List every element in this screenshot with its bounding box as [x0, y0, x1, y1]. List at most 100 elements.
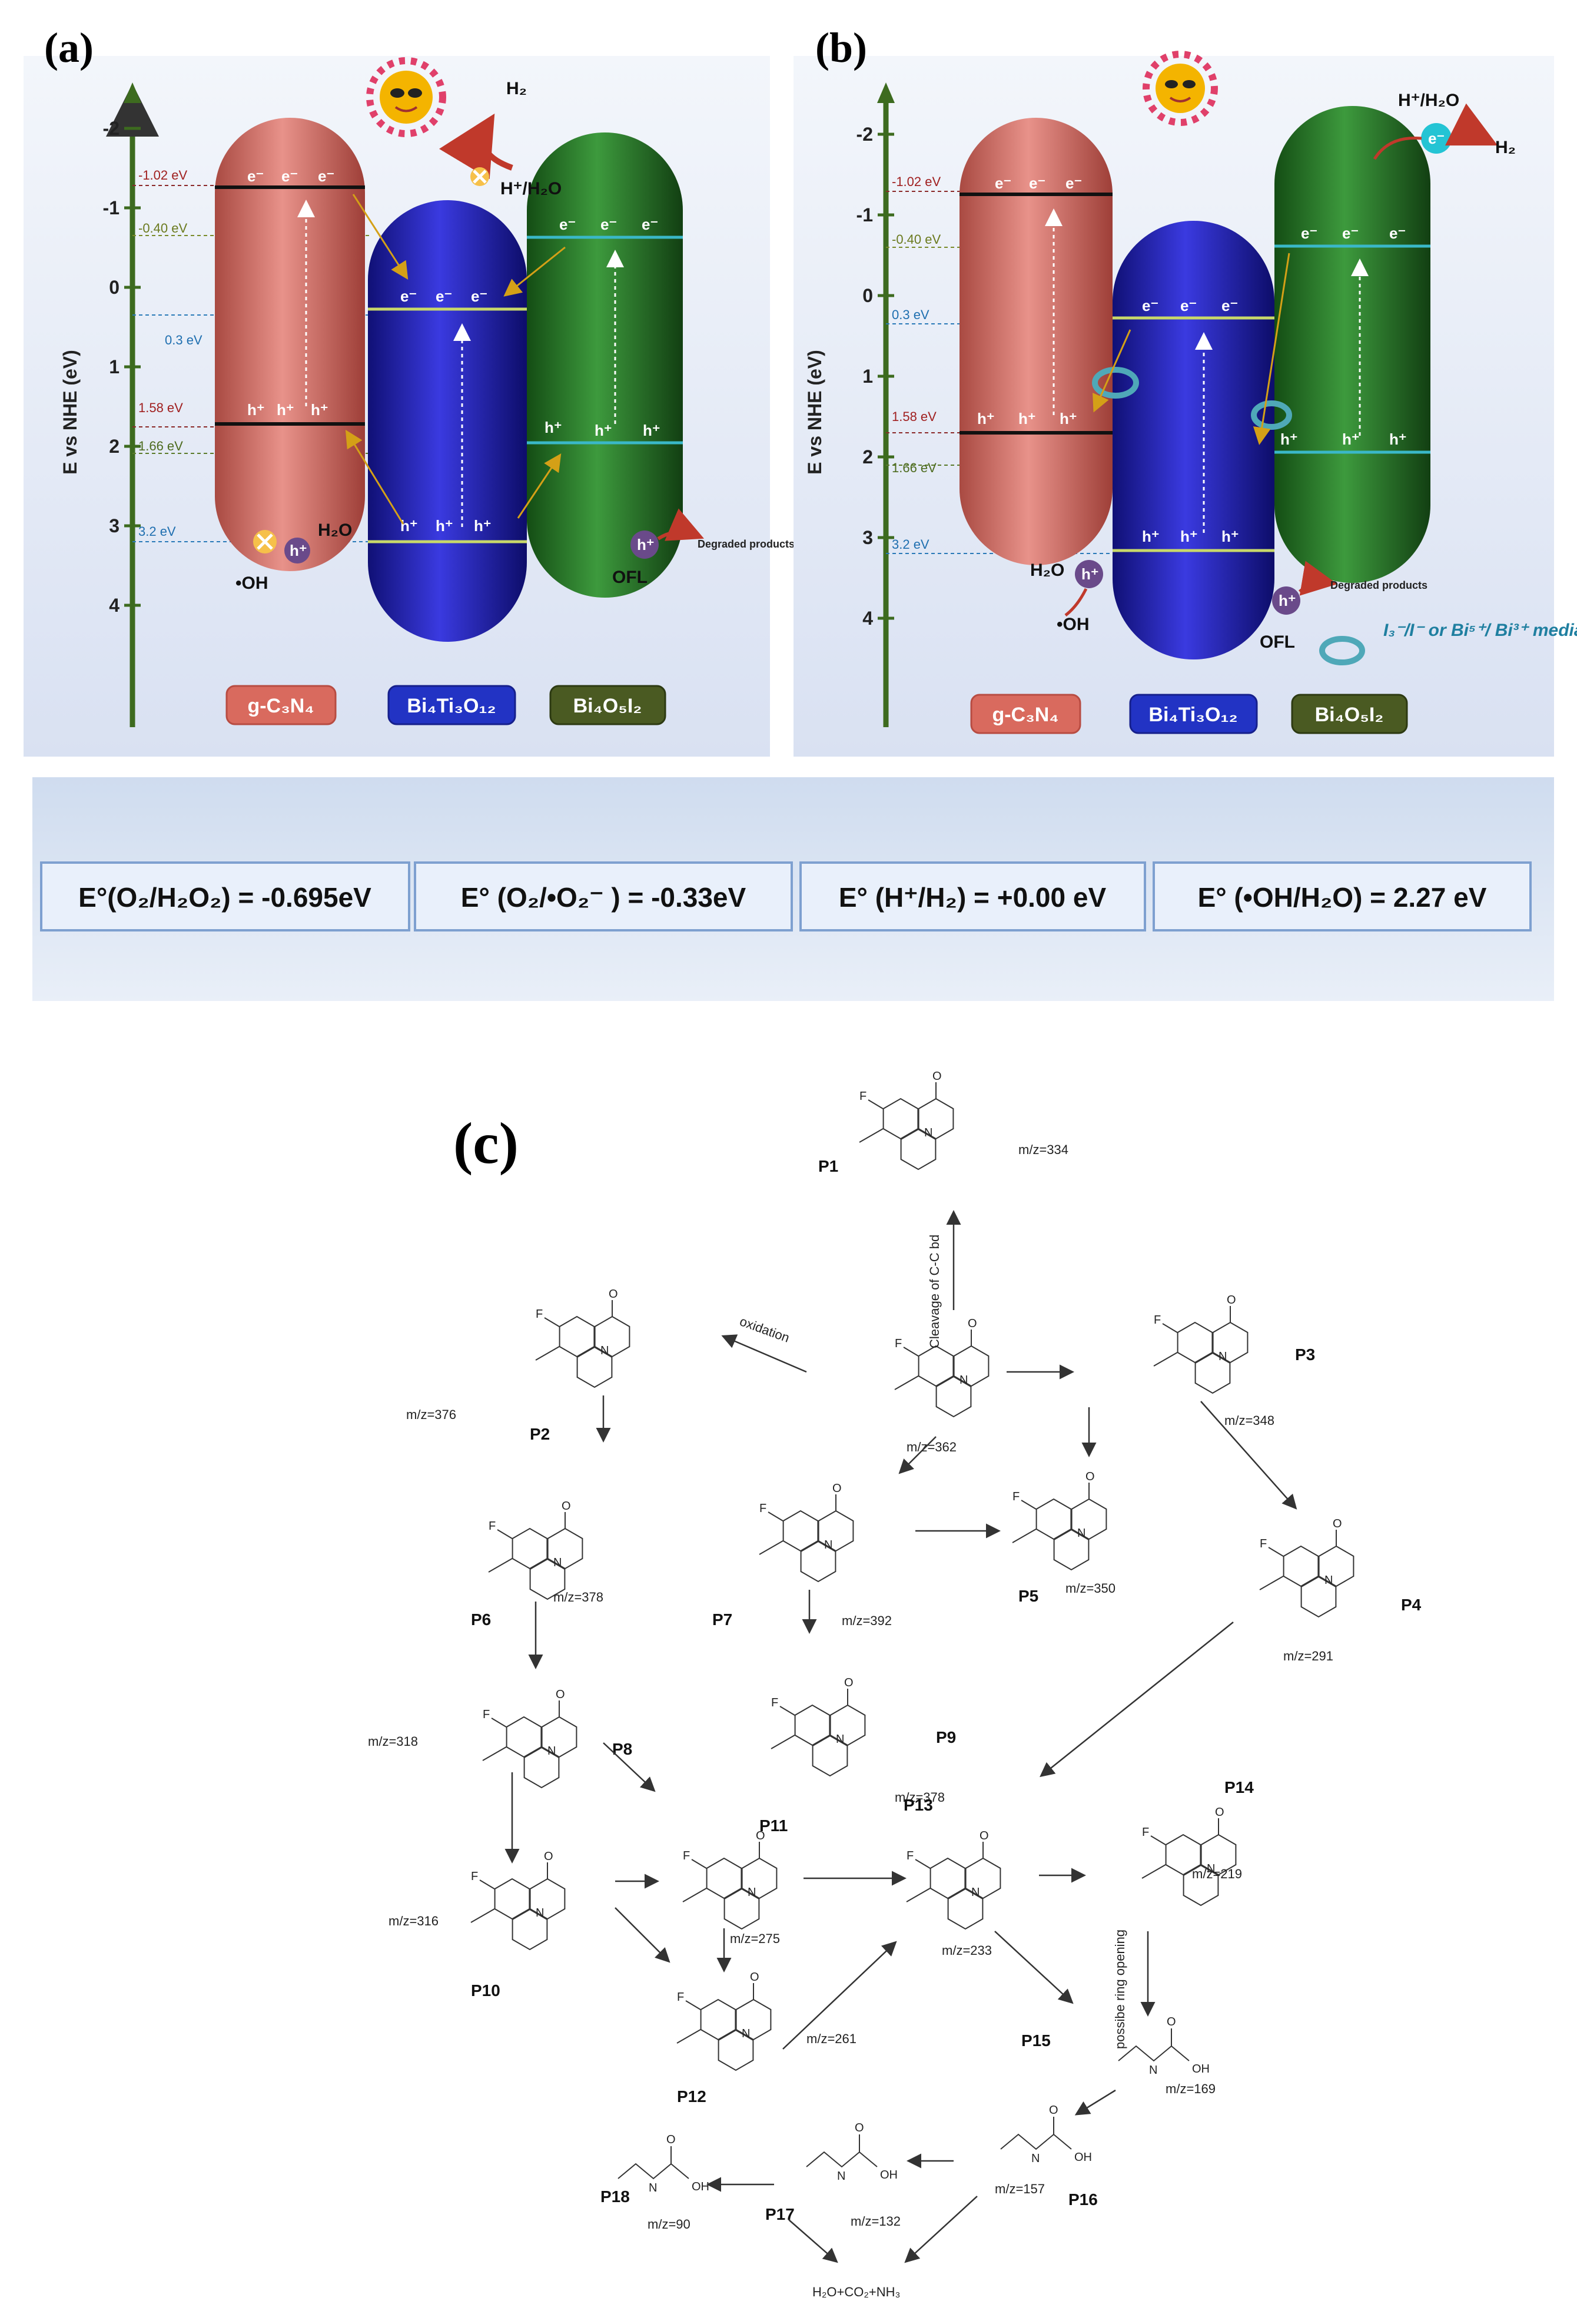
svg-text:h⁺: h⁺ [277, 401, 294, 419]
level-cb-bio-b: -0.40 eV [892, 232, 941, 247]
svg-text:h⁺: h⁺ [1280, 430, 1298, 448]
svg-text:F: F [1012, 1490, 1020, 1503]
svg-text:N: N [1324, 1574, 1333, 1587]
svg-text:h⁺: h⁺ [1081, 565, 1099, 583]
bto-capsule-b [1113, 221, 1274, 659]
svg-text:N: N [1031, 2152, 1040, 2165]
material-bto-b: Bi₄Ti₃O₁₂ [1148, 704, 1237, 726]
mz-label-p14: m/z=219 [1192, 1867, 1242, 1881]
svg-text:N: N [824, 1539, 832, 1551]
svg-text:O: O [556, 1688, 565, 1701]
equation-4: E° (•OH/H₂O) = 2.27 eV [1198, 882, 1487, 913]
svg-text:e⁻: e⁻ [281, 167, 298, 185]
mz-label-p18: m/z=90 [648, 2217, 690, 2232]
axis-a-tick-6: 4 [109, 595, 119, 616]
axis-a-tick-2: 0 [109, 277, 119, 298]
axis-b-tick-3: 1 [862, 366, 873, 387]
svg-text:O: O [1049, 2104, 1058, 2117]
svg-text:h⁺: h⁺ [290, 542, 307, 559]
svg-text:O: O [1085, 1470, 1095, 1483]
svg-text:h⁺: h⁺ [311, 401, 328, 419]
svg-text:e⁻: e⁻ [1301, 224, 1317, 242]
svg-text:N: N [971, 1886, 980, 1899]
sun-icon-b [1143, 51, 1218, 126]
svg-text:F: F [483, 1708, 490, 1721]
axis-b-tick-6: 4 [862, 608, 873, 629]
mz-label-p6: m/z=378 [553, 1590, 603, 1604]
svg-text:e⁻: e⁻ [559, 216, 576, 233]
mz-label-p5: m/z=350 [1065, 1581, 1115, 1596]
gcn-capsule-a [215, 118, 365, 571]
mz-label-p16: m/z=157 [995, 2182, 1045, 2196]
svg-text:F: F [895, 1337, 902, 1350]
level-cb-bio-a: -0.40 eV [138, 221, 187, 236]
svg-text:e⁻: e⁻ [400, 287, 417, 305]
svg-text:h⁺: h⁺ [1342, 430, 1360, 448]
product-label-p2: P2 [530, 1425, 550, 1443]
svg-text:h⁺: h⁺ [1279, 592, 1296, 609]
product-label-p7: P7 [712, 1610, 732, 1629]
svg-text:h⁺: h⁺ [436, 517, 453, 535]
svg-text:h⁺: h⁺ [1221, 528, 1239, 545]
axis-b-tick-4: 2 [862, 446, 873, 468]
product-label-p18: P18 [600, 2187, 630, 2206]
label-cleavage: Cleavage of C-C bd [927, 1235, 942, 1348]
svg-text:e⁻: e⁻ [995, 174, 1011, 192]
equation-box-3 [799, 861, 1146, 931]
equation-1: E°(O₂/H₂O₂) = -0.695eV [78, 882, 371, 913]
svg-text:h⁺: h⁺ [1142, 528, 1160, 545]
sun-icon [366, 57, 446, 137]
equation-3: E° (H⁺/H₂) = +0.00 eV [839, 882, 1107, 913]
svg-text:N: N [1207, 1862, 1215, 1875]
axis-label-b: E vs NHE (eV) [804, 350, 825, 475]
panel-a-label: (a) [44, 24, 94, 71]
svg-text:h⁺: h⁺ [1180, 528, 1198, 545]
carriers-a: e⁻ e⁻ e⁻ h⁺ h⁺ h⁺ e⁻ e⁻ e⁻ h⁺ h⁺ h⁺ e⁻ e… [247, 167, 660, 535]
mz-label-p2: m/z=376 [406, 1407, 456, 1422]
species-h2o-b: H₂O [1030, 561, 1064, 580]
axis-a-tick-4: 2 [109, 436, 119, 457]
svg-text:OH: OH [1074, 2151, 1092, 2164]
svg-text:F: F [1260, 1537, 1267, 1550]
svg-text:F: F [683, 1849, 690, 1862]
bto-capsule-a [368, 200, 527, 642]
mz-label-p13: m/z=233 [942, 1943, 992, 1958]
svg-text:h⁺: h⁺ [637, 536, 655, 553]
axis-b-tick-1: -1 [856, 204, 873, 226]
svg-text:OH: OH [1192, 2063, 1210, 2076]
product-label-p15: P15 [1021, 2031, 1051, 2050]
level-vb-bio-b: 1.66 eV [892, 460, 937, 475]
hole-ball-ofl-b [1272, 586, 1300, 615]
svg-text:N: N [748, 1886, 756, 1899]
product-label-p9: P9 [936, 1728, 956, 1746]
mz-label-p7: m/z=392 [842, 1613, 892, 1628]
product-label-p10: P10 [471, 1981, 500, 2000]
svg-text:h⁺: h⁺ [247, 401, 265, 419]
mz-label-p10: m/z=316 [389, 1914, 439, 1928]
mediator-ring-icon-2 [1251, 400, 1292, 430]
material-gcn-b: g-C₃N₄ [992, 704, 1058, 726]
level-vb-gcn-b: 1.58 eV [892, 409, 937, 424]
svg-text:h⁺: h⁺ [474, 517, 492, 535]
svg-text:OH: OH [880, 2169, 898, 2182]
svg-text:O: O [932, 1070, 942, 1083]
svg-text:e⁻: e⁻ [1342, 224, 1359, 242]
svg-text:N: N [600, 1344, 609, 1357]
species-oh-b: •OH [1057, 615, 1090, 634]
svg-text:h⁺: h⁺ [1060, 410, 1077, 427]
product-label-p13: P13 [904, 1796, 933, 1814]
mz-label-p8: m/z=318 [368, 1734, 418, 1749]
product-label-p12: P12 [677, 2087, 706, 2106]
svg-text:N: N [837, 2170, 845, 2183]
svg-text:h⁺: h⁺ [643, 422, 660, 439]
mz-label-p17: m/z=132 [851, 2214, 901, 2229]
degraded-products-b: Degraded products [1330, 579, 1427, 591]
